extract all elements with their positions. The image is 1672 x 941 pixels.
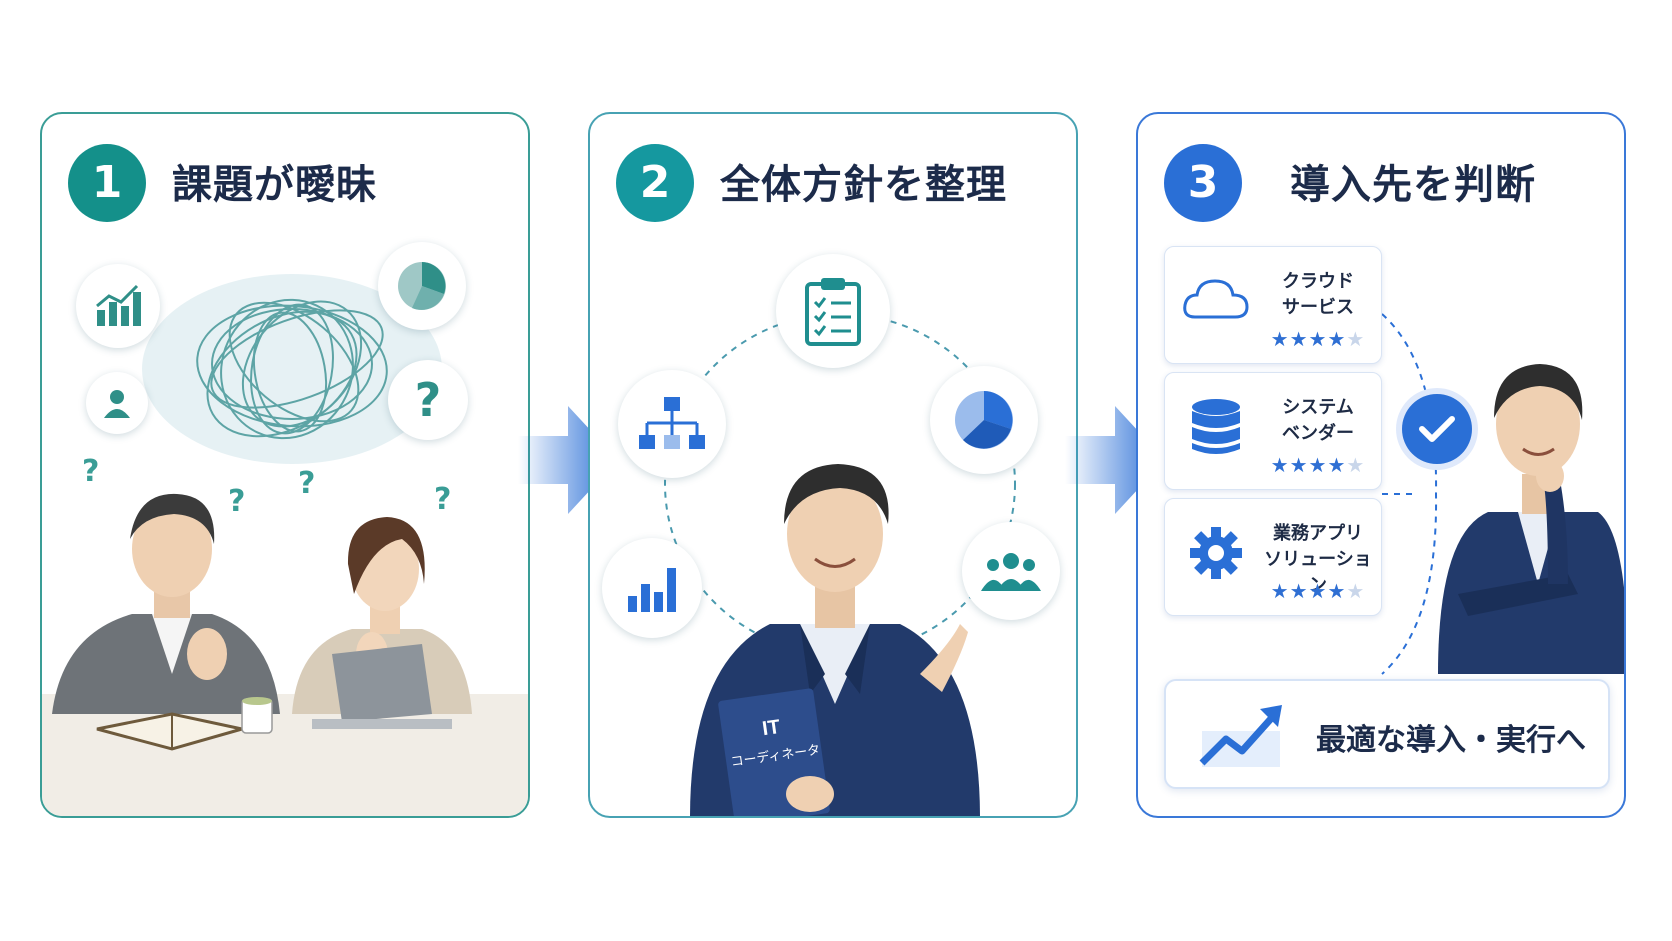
question-mark: ?	[434, 482, 452, 517]
step-3-number: 3	[1164, 144, 1242, 222]
step-1-panel: 1 課題が曖昧	[40, 112, 530, 818]
star-icon: ★★★★	[1270, 579, 1347, 603]
confused-people-illustration	[42, 493, 528, 816]
option-rating: ★★★★★	[1261, 327, 1375, 351]
bar-chart-bubble	[76, 264, 160, 348]
star-empty-icon: ★	[1346, 453, 1366, 477]
step-3-panel: 3 導入先を判断 クラウド サービス ★★★★★ システム ベンダー ★★★★★	[1136, 112, 1626, 818]
decision-maker-illustration	[1438, 364, 1624, 674]
star-icon: ★★★★	[1270, 453, 1347, 477]
checklist-bubble	[776, 254, 890, 368]
clipboard-checklist-icon	[805, 278, 861, 346]
connection-ring	[664, 313, 1016, 655]
org-chart-icon	[639, 397, 705, 449]
growth-arrow-icon	[1199, 705, 1282, 767]
tangled-lines-illustration	[142, 274, 442, 464]
database-icon	[1192, 399, 1240, 454]
question-mark: ?	[82, 454, 100, 489]
person-icon	[104, 390, 130, 418]
step-2-title: 全体方針を整理	[720, 162, 1007, 208]
team-bubble	[962, 522, 1060, 620]
option-label: システム ベンダー	[1282, 397, 1354, 444]
star-icon: ★★★★	[1270, 327, 1347, 351]
step-3-title: 導入先を判断	[1290, 162, 1536, 208]
check-badge-icon	[1402, 394, 1472, 464]
option-card-business-app: 業務アプリ ソリューション ★★★★★	[1164, 498, 1382, 616]
option-rating: ★★★★★	[1261, 453, 1375, 477]
result-label: 最適な導入・実行へ	[1316, 723, 1586, 758]
team-icon	[981, 553, 1041, 591]
step-1-title: 課題が曖昧	[172, 162, 377, 208]
pie-chart-icon	[955, 391, 1013, 449]
question-mark: ?	[228, 484, 246, 519]
book-title: IT	[761, 716, 782, 740]
gear-icon	[1190, 527, 1242, 579]
person-bubble	[86, 372, 148, 434]
pie-chart-bubble	[378, 242, 466, 330]
org-chart-bubble	[618, 370, 726, 478]
question-icon: ?	[414, 373, 442, 427]
star-empty-icon: ★	[1346, 579, 1366, 603]
question-bubble: ?	[388, 360, 468, 440]
result-box: 最適な導入・実行へ	[1164, 679, 1610, 789]
question-mark: ?	[298, 466, 316, 501]
option-card-vendor: システム ベンダー ★★★★★	[1164, 372, 1382, 490]
step-2-panel: 2 全体方針を整理	[588, 112, 1078, 818]
star-empty-icon: ★	[1346, 327, 1366, 351]
option-label: 業務アプリ ソリューション	[1264, 523, 1372, 596]
options-connector	[1381, 313, 1438, 675]
cloud-icon	[1183, 279, 1249, 319]
bar-chart-bubble	[602, 538, 702, 638]
option-label: クラウド サービス	[1282, 271, 1354, 318]
pie-chart-bubble	[930, 366, 1038, 474]
option-card-cloud: クラウド サービス ★★★★★	[1164, 246, 1382, 364]
pie-chart-icon	[398, 262, 446, 310]
option-rating: ★★★★★	[1261, 579, 1375, 603]
it-coordinator-illustration: IT コーディネータ	[690, 464, 980, 816]
bar-chart-icon	[628, 568, 676, 612]
step-2-number: 2	[616, 144, 694, 222]
bar-chart-icon	[96, 284, 141, 326]
step-1-number: 1	[68, 144, 146, 222]
